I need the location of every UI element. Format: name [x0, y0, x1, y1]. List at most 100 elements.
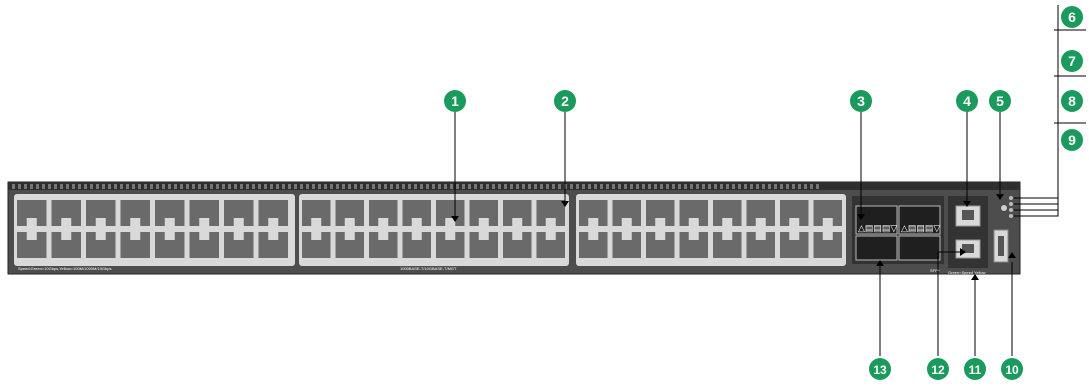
vent-slot	[150, 184, 153, 189]
vent-slot	[468, 184, 471, 189]
vent-slot	[306, 184, 309, 189]
vent-slot	[462, 184, 465, 189]
rj45-latch	[130, 218, 141, 226]
vent-slot	[384, 184, 387, 189]
vent-slot	[762, 184, 765, 189]
vent-slot	[774, 184, 777, 189]
vent-slot	[270, 184, 273, 189]
vent-slot	[546, 184, 549, 189]
rj45-latch	[95, 232, 106, 240]
vent-slot	[720, 184, 723, 189]
vent-slot	[174, 184, 177, 189]
rj45-latch	[268, 218, 279, 226]
vent-slot	[420, 184, 423, 189]
vent-slot	[264, 184, 267, 189]
vent-slot	[516, 184, 519, 189]
callout-5: 5	[989, 90, 1011, 112]
vent-slot	[378, 184, 381, 189]
vent-slot	[510, 184, 513, 189]
vent-slot	[414, 184, 417, 189]
vent-slot	[390, 184, 393, 189]
vent-slot	[750, 184, 753, 189]
callout-1: 1	[444, 90, 466, 112]
vent-slot	[60, 184, 63, 189]
vent-slot	[300, 184, 303, 189]
rj45-latch	[478, 218, 489, 226]
vent-slot	[780, 184, 783, 189]
rj45-latch	[311, 232, 322, 240]
vent-slot	[498, 184, 501, 189]
vent-slot	[78, 184, 81, 189]
vent-slot	[180, 184, 183, 189]
reset-button-icon	[1001, 205, 1007, 211]
vent-slot	[42, 184, 45, 189]
vent-slot	[642, 184, 645, 189]
vent-slot	[330, 184, 333, 189]
callout-3: 3	[850, 90, 872, 112]
vent-slot	[372, 184, 375, 189]
vent-slot	[666, 184, 669, 189]
callout-number: 13	[873, 363, 887, 377]
callout-number: 4	[963, 93, 971, 109]
vent-slot	[168, 184, 171, 189]
vent-slot	[636, 184, 639, 189]
leader-lines	[454, 5, 1086, 356]
vent-slot	[186, 184, 189, 189]
svg-text:△▤▤▤▽: △▤▤▤▽	[858, 223, 897, 233]
sfp-cage-icon	[898, 205, 941, 235]
vent-slot	[684, 184, 687, 189]
vent-slot	[600, 184, 603, 189]
vent-slot	[726, 184, 729, 189]
rj45-latch	[545, 218, 556, 226]
callout-number: 7	[1068, 53, 1076, 69]
vent-slot	[24, 184, 27, 189]
rj45-latch	[512, 232, 523, 240]
rj45-latch	[411, 218, 422, 226]
callout-number: 12	[931, 363, 945, 377]
vent-slot	[258, 184, 261, 189]
vent-slot	[606, 184, 609, 189]
vent-slot	[318, 184, 321, 189]
management-area	[948, 196, 988, 268]
rj45-latch	[26, 218, 37, 226]
callout-number: 1	[451, 93, 459, 109]
center-caption: 1000BASE-T/10GBASE-T/MGT	[400, 266, 457, 271]
vent-slot	[708, 184, 711, 189]
vent-slot	[12, 184, 15, 189]
vent-slot	[408, 184, 411, 189]
vent-slot	[282, 184, 285, 189]
vent-slot	[336, 184, 339, 189]
status-led-icon	[1009, 208, 1013, 212]
vent-slot	[540, 184, 543, 189]
rj45-latch	[512, 218, 523, 226]
vent-slot	[354, 184, 357, 189]
sfp-cage-icon	[898, 235, 941, 261]
vent-slot	[210, 184, 213, 189]
vent-slot	[72, 184, 75, 189]
vent-slot	[744, 184, 747, 189]
vent-slot	[276, 184, 279, 189]
rj45-latch	[478, 232, 489, 240]
vent-slot	[162, 184, 165, 189]
sfp-label: SFP+	[930, 268, 941, 273]
vent-slot	[138, 184, 141, 189]
rj45-latch	[61, 218, 72, 226]
vent-slot	[588, 184, 591, 189]
callout-number: 3	[857, 93, 865, 109]
right-caption: Green=Speed Yellow	[948, 270, 986, 275]
rj45-latch	[378, 218, 389, 226]
ventilation-grille	[12, 184, 819, 189]
rj45-latch	[311, 218, 322, 226]
vent-slot	[396, 184, 399, 189]
rj45-latch	[822, 218, 833, 226]
vent-slot	[576, 184, 579, 189]
vent-slot	[504, 184, 507, 189]
vent-slot	[738, 184, 741, 189]
rj45-latch	[621, 218, 632, 226]
status-led-icon	[1009, 202, 1013, 206]
rj45-latch	[26, 232, 37, 240]
vent-slot	[192, 184, 195, 189]
vent-slot	[156, 184, 159, 189]
vent-slot	[114, 184, 117, 189]
callout-9: 9	[1061, 129, 1083, 151]
